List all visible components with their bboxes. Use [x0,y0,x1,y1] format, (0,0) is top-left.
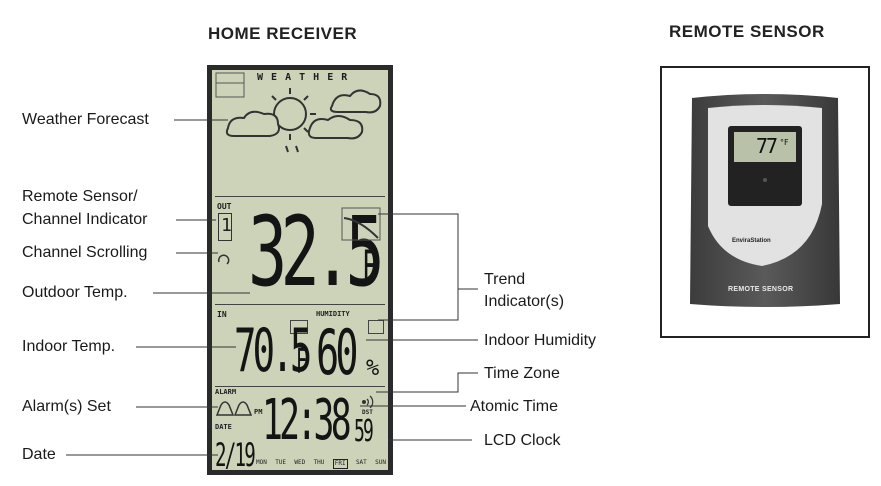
weekday-fri: FRI [332,459,348,469]
weekday-wed: WED [294,459,306,466]
remote-sensor-device [690,94,840,307]
remote-sensor-heading: REMOTE SENSOR [669,22,825,41]
indoor-humidity-value: 60 [316,316,359,389]
alarm-bell-icon [215,401,253,416]
date-value: 2/19 [215,436,256,474]
label-remote-sensor: Remote Sensor/ [22,188,138,205]
label-indoor-humidity: Indoor Humidity [484,332,597,349]
lcd-divider [215,304,385,305]
atomic-signal-icon [362,395,374,408]
label-indoor-temp: Indoor Temp. [22,338,116,355]
weekday-thu: THU [313,459,325,466]
remote-sensor-label: REMOTE SENSOR [728,286,794,293]
pm-label: PM [254,408,263,416]
label-date: Date [22,446,56,463]
outdoor-temp-value: 32.5 [248,196,385,308]
label-trend-indicators: Indicator(s) [484,293,565,310]
out-label: OUT [217,202,232,211]
remote-display-unit: °F [780,138,789,147]
label-time-zone: Time Zone [484,365,560,382]
lcd-divider [215,386,385,387]
label-channel-scrolling: Channel Scrolling [22,244,148,261]
humidity-trend-icon [368,320,384,334]
clock-seconds-value: 59 [354,414,374,449]
humidity-label: HUMIDITY [316,310,350,318]
remote-brand-logo: EnviraStation [732,238,771,244]
label-channel-indicator: Channel Indicator [22,211,148,228]
clock-time-value: 12:38 [262,388,352,453]
label-trend: Trend [484,271,526,288]
label-atomic-time: Atomic Time [470,398,559,415]
home-receiver-heading: HOME RECEIVER [208,24,358,43]
weekday-sun: SUN [375,459,386,466]
weekday-sat: SAT [355,459,367,466]
remote-sensor-frame: 77 °F EnviraStation REMOTE SENSOR [660,66,870,338]
indoor-trend-icon [290,320,308,334]
humidity-unit: % [366,356,380,381]
channel-scroll-icon [217,254,230,265]
outdoor-temp-unit: F [362,240,378,294]
weekday-row: MON TUE WED THU FRI SAT SUN [256,459,386,469]
lcd-divider [215,196,385,197]
label-outdoor-temp: Outdoor Temp. [22,284,128,301]
remote-display-value: 77 [756,134,778,158]
home-receiver-lcd: W E A T H E R [207,65,393,475]
weather-title: W E A T H E R [257,72,349,83]
weekday-tue: TUE [275,459,287,466]
dst-label: DST [362,409,373,416]
channel-number: 1 [221,215,232,236]
alarm-label: ALARM [215,388,237,396]
in-label: IN [217,310,227,319]
label-weather-forecast: Weather Forecast [22,111,149,128]
indoor-temp-unit: F [296,342,308,382]
channel-indicator-box [218,213,232,241]
label-alarm-set: Alarm(s) Set [22,398,111,415]
date-label: DATE [215,423,232,431]
lcd-screen: W E A T H E R [212,70,388,474]
outdoor-trend-arrow-icon [341,207,381,241]
weather-forecast-icon [215,72,382,153]
label-lcd-clock: LCD Clock [484,432,561,449]
weekday-mon: MON [256,459,267,466]
indoor-temp-value: 70.5 [234,316,312,386]
